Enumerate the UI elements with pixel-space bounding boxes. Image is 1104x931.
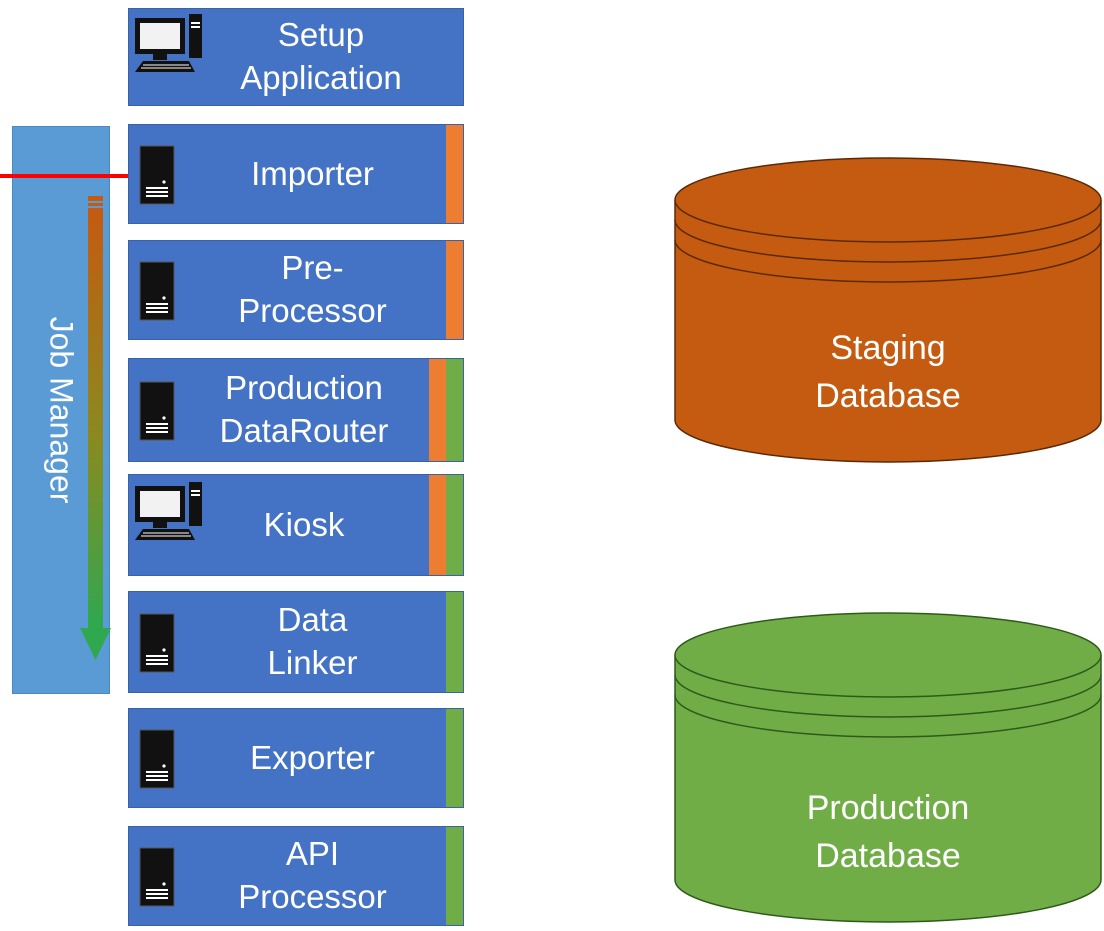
- setup-application-block: Setup Application: [128, 8, 464, 106]
- api-processor-block: API Processor: [128, 826, 464, 926]
- server-icon: [139, 381, 175, 446]
- data-linker-block: Data Linker: [128, 591, 464, 693]
- importer-label: Importer: [251, 154, 374, 192]
- production-datarouter-label: Production DataRouter: [219, 369, 389, 449]
- green-stripe: [446, 709, 463, 807]
- production-database-cylinder: [674, 612, 1102, 923]
- green-stripe: [446, 359, 463, 461]
- orange-stripe: [446, 241, 463, 339]
- orange-stripe: [429, 359, 446, 461]
- api-processor-label: API Processor: [238, 835, 387, 915]
- pre-processor-label: Pre- Processor: [238, 249, 387, 329]
- exporter-label: Exporter: [250, 738, 375, 776]
- server-icon: [139, 145, 175, 210]
- job-flow-arrow: [80, 196, 111, 660]
- green-stripe: [446, 827, 463, 925]
- production-datarouter-block: Production DataRouter: [128, 358, 464, 462]
- pre-processor-block: Pre- Processor: [128, 240, 464, 340]
- orange-stripe: [429, 475, 446, 575]
- server-icon: [139, 613, 175, 678]
- green-stripe: [446, 592, 463, 692]
- server-icon: [139, 729, 175, 794]
- staging-database-label: Staging Database: [815, 329, 961, 415]
- kiosk-block: Kiosk: [128, 474, 464, 576]
- setup-application-label: Setup Application: [240, 16, 402, 96]
- computer-icon: [133, 14, 203, 79]
- importer-block: Importer: [128, 124, 464, 224]
- kiosk-label: Kiosk: [263, 505, 345, 543]
- production-database-label: Production Database: [806, 789, 970, 875]
- green-stripe: [446, 475, 463, 575]
- computer-icon: [133, 482, 203, 547]
- exporter-block: Exporter: [128, 708, 464, 808]
- staging-database-cylinder: [674, 157, 1102, 463]
- orange-stripe: [446, 125, 463, 223]
- server-icon: [139, 847, 175, 912]
- server-icon: [139, 261, 175, 326]
- data-linker-label: Data Linker: [267, 601, 358, 681]
